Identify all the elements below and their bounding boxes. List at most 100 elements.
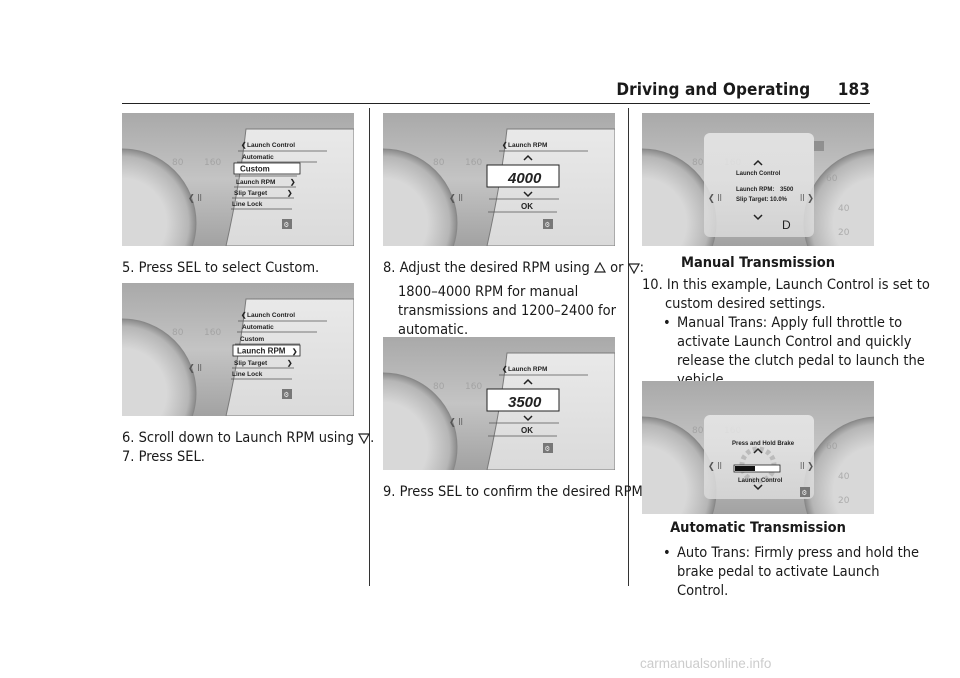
svg-text:❮ ll: ❮ ll (188, 194, 202, 204)
fig1-item: Line Lock (232, 201, 263, 208)
figure-launch-rpm-3500: 80160604020 ❮ ll ❮ Launch RPM 3500 OK ⚙ (383, 337, 615, 470)
fig1-item: Slip Target (234, 190, 268, 197)
svg-text:❮ ll: ❮ ll (188, 364, 202, 374)
bullet-manual: • Manual Trans: Apply full throttle to a… (663, 315, 925, 388)
svg-text:80: 80 (172, 158, 184, 168)
fig3-title: Launch RPM (508, 142, 547, 149)
chevron-down-icon (523, 415, 533, 422)
svg-text:80: 80 (692, 426, 704, 436)
figure-manual-transmission: 80160604020 ❮ ll ll ❯ Launch Control Lau… (642, 113, 874, 246)
step-6: 6. Scroll down to Launch RPM using . (122, 430, 375, 446)
svg-text:❮ ll: ❮ ll (708, 194, 722, 204)
svg-text:160: 160 (204, 328, 221, 338)
svg-text:40: 40 (838, 204, 850, 214)
fig4-ok: OK (521, 426, 533, 435)
svg-text:160: 160 (465, 158, 482, 168)
step-8: 8. Adjust the desired RPM using or : (383, 260, 645, 276)
svg-text:160: 160 (465, 382, 482, 392)
step-5: 5. Press SEL to select Custom. (122, 260, 320, 276)
fig2-item-selected: Launch RPM (237, 347, 286, 356)
svg-text:20: 20 (838, 496, 850, 506)
svg-text:⚙: ⚙ (545, 445, 551, 453)
bullet-automatic: • Auto Trans: Firmly press and hold the … (663, 545, 920, 599)
svg-text:❮ ll: ❮ ll (449, 418, 463, 428)
chevron-up-icon (753, 447, 763, 454)
caption-manual: Manual Transmission (680, 255, 836, 271)
figure-launch-control-custom: 80160604020 ❮ ll Launch Control ❮ Automa… (122, 113, 354, 246)
svg-text:ll ❯: ll ❯ (800, 462, 814, 472)
page-header: Driving and Operating 183 (616, 80, 870, 100)
triangle-down-icon (358, 433, 371, 444)
svg-text:❮: ❮ (241, 141, 247, 149)
triangle-down-icon (627, 263, 640, 274)
svg-text:❯: ❯ (287, 359, 293, 367)
svg-text:40: 40 (838, 472, 850, 482)
fig1-item: Launch RPM (236, 179, 275, 186)
chevron-down-icon (523, 191, 533, 198)
fig1-item-selected: Custom (240, 165, 270, 174)
fig5-slip-value: 10.0% (770, 197, 788, 203)
fig4-title: Launch RPM (508, 366, 547, 373)
svg-text:60: 60 (826, 174, 838, 184)
caption-automatic: Automatic Transmission (670, 520, 846, 536)
svg-text:20: 20 (838, 228, 850, 238)
figure-automatic-transmission: 80160604020 ❮ ll ll ❯ Press and Hold Bra… (642, 381, 874, 514)
fig2-item: Custom (240, 336, 264, 343)
fig2-item: Slip Target (234, 360, 268, 367)
fig5-title: Launch Control (736, 171, 781, 177)
traction-off-icon: ⚙ (543, 443, 553, 453)
svg-text:❮ ll: ❮ ll (449, 194, 463, 204)
step-8-detail-2: transmissions and 1200–2400 for (398, 303, 616, 319)
fig2-item: Line Lock (232, 371, 263, 378)
watermark: carmanualsonline.info (640, 656, 772, 671)
svg-text:80: 80 (433, 382, 445, 392)
svg-text:❮: ❮ (241, 311, 247, 319)
figure-launch-rpm-4000: 80160604020 ❮ ll ❮ Launch RPM 4000 OK ⚙ (383, 113, 615, 246)
step-10: 10. In this example, Launch Control is s… (642, 277, 930, 293)
svg-text:❮ ll: ❮ ll (708, 462, 722, 472)
fig6-title: Press and Hold Brake (732, 441, 795, 447)
fig1-item: Automatic (242, 154, 274, 161)
chevron-down-icon (753, 484, 763, 491)
svg-text:ll ❯: ll ❯ (800, 194, 814, 204)
figure-launch-control-rpm: 80160604020 ❮ ll ❮ Launch Control Automa… (122, 283, 354, 416)
chevron-up-icon (523, 154, 533, 161)
traction-off-icon: ⚙ (800, 487, 810, 497)
fig3-ok: OK (521, 202, 533, 211)
svg-text:❯: ❯ (290, 178, 296, 186)
svg-text:❮: ❮ (502, 141, 508, 149)
traction-off-icon: ⚙ (282, 389, 292, 399)
fig5-rpm-label: Launch RPM: (736, 187, 774, 193)
header-rule (122, 103, 870, 104)
chevron-up-icon (523, 378, 533, 385)
step-8-detail-3: automatic. (398, 322, 469, 338)
svg-text:⚙: ⚙ (284, 391, 290, 399)
step-9: 9. Press SEL to confirm the desired RPM. (383, 484, 647, 500)
svg-text:⚙: ⚙ (284, 221, 290, 229)
chevron-up-icon (753, 159, 763, 166)
fig5-gear: D (782, 218, 791, 232)
fig6-footer: Launch Control (738, 478, 783, 484)
fig2-title: Launch Control (247, 312, 295, 319)
chevron-down-icon (753, 214, 763, 221)
svg-text:⚙: ⚙ (802, 489, 808, 497)
page-number: 183 (837, 80, 870, 100)
fig1-title: Launch Control (247, 142, 295, 149)
fig5-rpm-value: 3500 (780, 187, 794, 193)
svg-text:80: 80 (433, 158, 445, 168)
column-divider-1 (369, 108, 370, 586)
svg-text:80: 80 (172, 328, 184, 338)
svg-text:160: 160 (204, 158, 221, 168)
svg-text:80: 80 (692, 158, 704, 168)
traction-off-icon: ⚙ (543, 219, 553, 229)
section-title: Driving and Operating (616, 80, 811, 100)
traction-off-icon (814, 141, 824, 151)
fig4-value: 3500 (508, 394, 542, 411)
svg-text:❮: ❮ (502, 365, 508, 373)
svg-text:❯: ❯ (292, 348, 298, 356)
triangle-up-icon (594, 262, 606, 273)
step-10-cont: custom desired settings. (665, 296, 826, 312)
fig2-item: Automatic (242, 324, 274, 331)
step-8-detail-1: 1800–4000 RPM for manual (398, 284, 579, 300)
svg-text:⚙: ⚙ (545, 221, 551, 229)
